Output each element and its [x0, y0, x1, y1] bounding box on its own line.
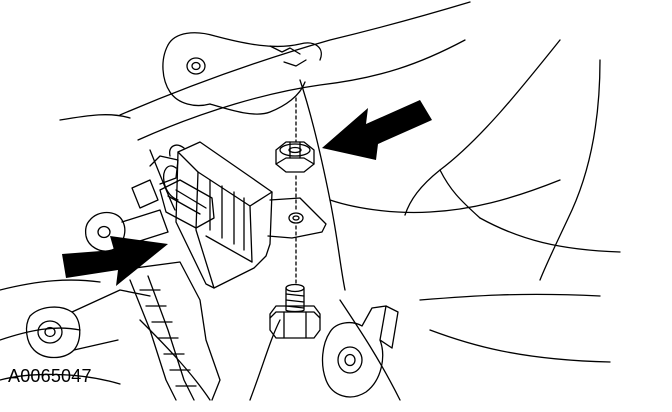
retaining-nut — [275, 141, 315, 173]
upper-bracket — [162, 32, 322, 115]
background-body-outline — [0, 1, 621, 401]
arrow-to-sensor — [62, 236, 168, 286]
callout-arrows — [62, 100, 432, 286]
sensor-module — [159, 141, 327, 289]
lower-left-mechanism — [0, 155, 221, 401]
arrow-to-nut — [322, 100, 432, 160]
stud-bolt — [269, 283, 321, 339]
lower-right-pivot — [321, 305, 399, 398]
figure-id-label: A0065047 — [8, 366, 92, 386]
